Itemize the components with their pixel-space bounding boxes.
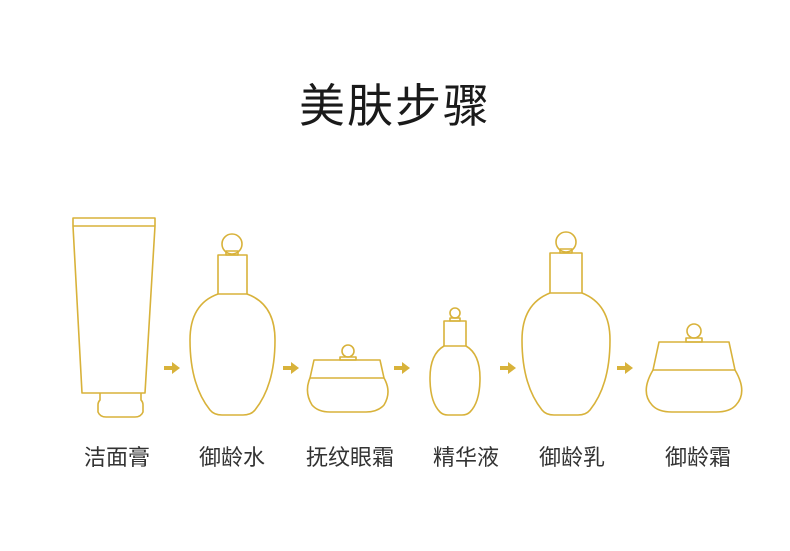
step-label-cleanser: 洁面膏: [83, 446, 151, 471]
arrow-icon: [394, 362, 410, 374]
step-label-serum: 精华液: [432, 446, 500, 471]
page-title: 美肤步骤: [299, 79, 491, 133]
cleanser-tube-icon: [72, 217, 156, 418]
face-cream-jar-icon: [645, 323, 743, 413]
arrow-icon: [617, 362, 633, 374]
step-label-face-cream: 御龄霜: [664, 446, 732, 471]
arrow-icon: [500, 362, 516, 374]
emulsion-bottle-icon: [521, 231, 611, 416]
step-label-eye-cream: 抚纹眼霜: [305, 446, 395, 471]
step-label-emulsion: 御龄乳: [538, 446, 606, 471]
eye-cream-jar-icon: [306, 344, 389, 413]
arrow-icon: [164, 362, 180, 374]
serum-bottle-icon: [429, 307, 481, 416]
step-label-toner: 御龄水: [198, 446, 266, 471]
arrow-icon: [283, 362, 299, 374]
toner-bottle-icon: [189, 233, 276, 416]
